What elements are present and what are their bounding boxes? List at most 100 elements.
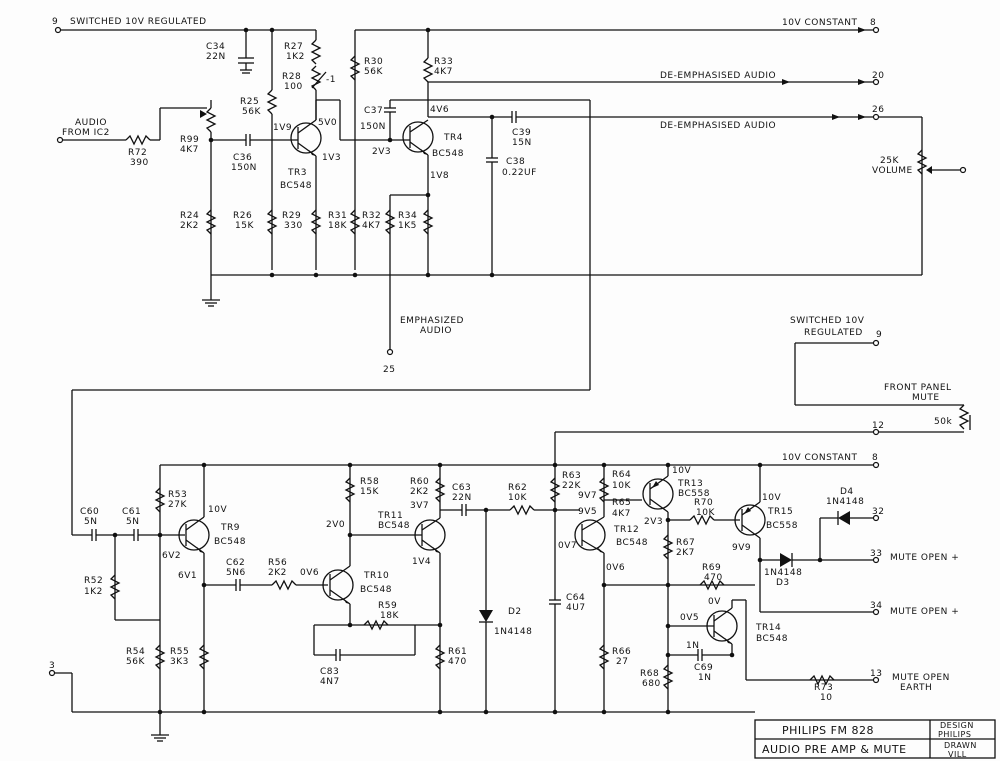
r32-ref: R32 (362, 211, 381, 221)
pin-8-label: 8 (870, 18, 876, 28)
sw10-label-2: REGULATED (804, 328, 863, 338)
tr4-v-base: 2V3 (372, 147, 391, 157)
c37-ref: C37 (364, 106, 383, 116)
junction-dots (112, 27, 823, 715)
pin-20-label: 20 (872, 71, 884, 81)
r63-val: 22K (562, 481, 581, 491)
switched-10v-label: SWITCHED 10V REGULATED (70, 17, 207, 27)
title-line-1: PHILIPS FM 828 (782, 724, 874, 737)
r28-ref: R28 (282, 72, 301, 82)
c36-val: 150N (231, 163, 257, 173)
tr4-v-emit: 1V8 (430, 171, 449, 181)
tr14-type: BC548 (756, 634, 788, 644)
tr9-v-coll: 10V (208, 505, 227, 515)
tr14-ref: TR14 (755, 623, 781, 633)
d2-ref: D2 (508, 607, 522, 617)
r27-val: 1K2 (286, 52, 305, 62)
title-block: PHILIPS FM 828 AUDIO PRE AMP & MUTE DESI… (754, 719, 996, 759)
tr12-v-emit: 0V6 (606, 563, 625, 573)
tr3-type: BC548 (280, 181, 312, 191)
mute-open-earth-1: MUTE OPEN (892, 673, 950, 683)
r28-tap: -1 (326, 75, 336, 85)
tr13-type: BC558 (678, 489, 710, 499)
tr3-ref: TR3 (287, 168, 307, 178)
tr3-v-coll: 5V0 (318, 118, 337, 128)
r69-ref: R69 (702, 563, 721, 573)
drawn-label: DRAWN (944, 741, 977, 750)
c63-ref: C63 (452, 483, 471, 493)
tr10-type: BC548 (360, 585, 392, 595)
c60-val: 5N (84, 517, 97, 527)
audio-in-label-1: AUDIO (75, 118, 107, 128)
r55-val: 3K3 (170, 657, 189, 667)
const-10v-b-label: 10V CONSTANT (782, 453, 857, 463)
r62-val: 10K (508, 493, 527, 503)
c38-ref: C38 (506, 157, 525, 167)
r69-val: 470 (704, 573, 723, 583)
d4-ref: D4 (840, 487, 854, 497)
emphasized-label-1: EMPHASIZED (400, 316, 464, 326)
r72-val: 390 (130, 158, 149, 168)
r27-ref: R27 (284, 42, 303, 52)
r58-ref: R58 (360, 477, 379, 487)
bottom-wiring (52, 342, 971, 742)
r53-val: 27K (168, 500, 187, 510)
c34-val: 22N (206, 52, 226, 62)
c36-ref: C36 (233, 153, 252, 163)
tr15-v-emit: 10V (762, 493, 781, 503)
r53-ref: R53 (168, 490, 187, 500)
r26-val: 15K (235, 221, 254, 231)
r64-ref: R64 (612, 470, 631, 480)
r26-ref: R26 (233, 211, 252, 221)
tr10-ref: TR10 (363, 571, 389, 581)
bottom-terminals (48, 339, 880, 684)
tr9-v-base: 6V2 (162, 551, 181, 561)
pin-32-label: 32 (872, 507, 884, 517)
r60-val: 2K2 (410, 487, 429, 497)
r52-ref: R52 (84, 576, 103, 586)
tr15-ref: TR15 (767, 507, 793, 517)
r61-val: 470 (448, 657, 467, 667)
r99-val: 4K7 (180, 145, 199, 155)
tr10-v-base: 0V6 (300, 568, 319, 578)
r54-val: 56K (126, 657, 145, 667)
r30-val: 56K (364, 67, 383, 77)
top-terminals (54, 26, 967, 356)
c37-val: 150N (360, 122, 386, 132)
r34-val: 1K5 (398, 221, 417, 231)
top-wiring (58, 27, 963, 535)
tr12-v-1: 9V7 (578, 491, 597, 501)
r31-ref: R31 (328, 211, 347, 221)
r68-ref: R68 (640, 669, 659, 679)
tr11-v-emit: 1V4 (412, 557, 431, 567)
c62-ref: C62 (226, 558, 245, 568)
const-10v-label: 10V CONSTANT (782, 18, 857, 28)
r66-ref: R66 (612, 647, 631, 657)
volume-label-2: VOLUME (872, 166, 913, 176)
r99-ref: R99 (180, 135, 199, 145)
r73-val: 10 (820, 693, 832, 703)
front-panel-label-1: FRONT PANEL (884, 383, 952, 393)
r28-val: 100 (284, 82, 303, 92)
d4-val: 1N4148 (826, 497, 864, 507)
deemph-audio-1: DE-EMPHASISED AUDIO (660, 71, 776, 81)
r67-ref: R67 (676, 538, 695, 548)
r30-ref: R30 (364, 57, 383, 67)
c69-ref: C69 (694, 663, 713, 673)
c83-ref: C83 (320, 667, 339, 677)
drawn-value: VILL (948, 750, 967, 759)
tr11-ref: TR11 (377, 511, 403, 521)
r68-val: 680 (642, 679, 661, 689)
r25-val: 56K (242, 107, 261, 117)
tr14-v-coll: 0V (708, 597, 721, 607)
c61-ref: C61 (122, 507, 141, 517)
r61-ref: R61 (448, 647, 467, 657)
c39-ref: C39 (512, 128, 531, 138)
r24-val: 2K2 (180, 221, 199, 231)
r52-val: 1K2 (84, 587, 103, 597)
tr4-type: BC548 (432, 149, 464, 159)
top-labels: 9 SWITCHED 10V REGULATED 10V CONSTANT 8 … (52, 17, 913, 375)
tr11-v-coll: 3V7 (410, 501, 429, 511)
mute-open-earth-2: EARTH (900, 683, 932, 693)
